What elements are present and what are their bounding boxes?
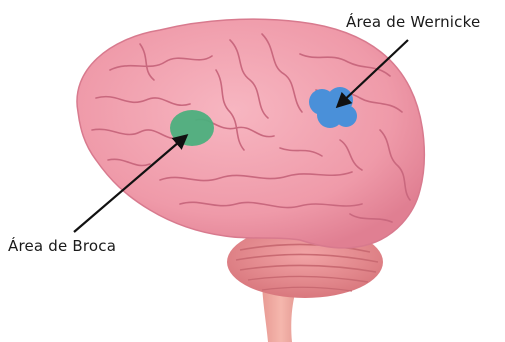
broca-label: Área de Broca: [8, 237, 116, 255]
cerebrum: [77, 19, 424, 248]
wernicke-label: Área de Wernicke: [346, 13, 480, 31]
broca-area: [170, 110, 214, 146]
